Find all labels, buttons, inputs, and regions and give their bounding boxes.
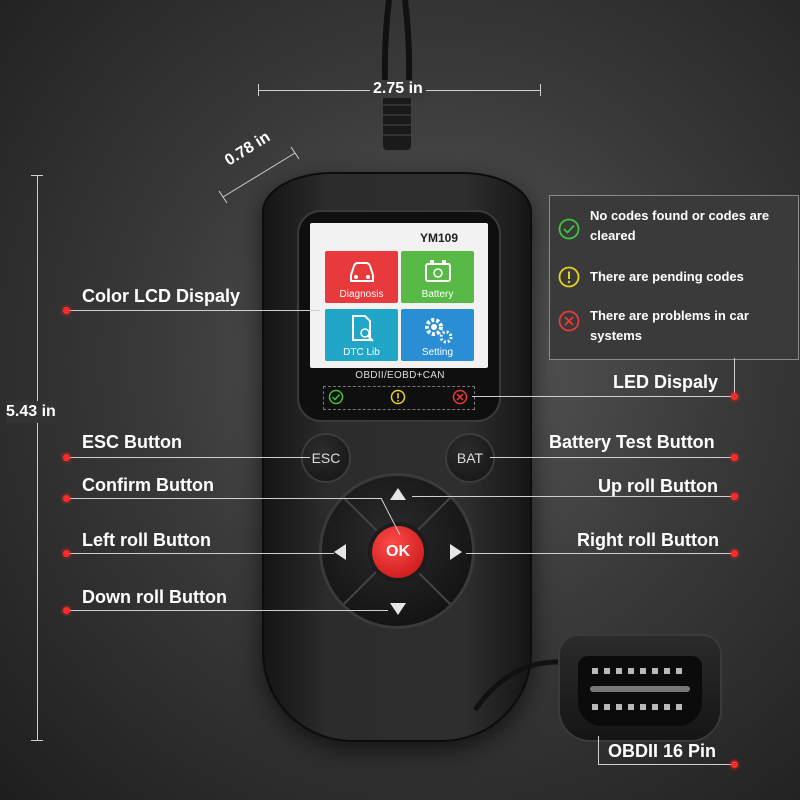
obd-cable: [472, 659, 563, 712]
callout-lcd: Color LCD Dispaly: [82, 286, 241, 306]
led-error-icon: [452, 389, 468, 405]
depth-dimension-line: [218, 146, 300, 204]
callout-obd-connector: [598, 736, 599, 764]
protocol-text: OBDII/EOBD+CAN: [355, 370, 445, 381]
callout-left: Left roll Button: [82, 530, 211, 550]
callout-up-dot: [731, 493, 738, 500]
callout-led: LED Dispaly: [613, 372, 719, 392]
obd-pins-bottom: [592, 704, 688, 710]
height-dimension-label: 5.43 in: [6, 401, 56, 423]
callout-lcd-dot: [63, 307, 70, 314]
up-arrow-button[interactable]: [389, 487, 407, 501]
callout-right-dot: [731, 550, 738, 557]
left-arrow-button[interactable]: [333, 543, 347, 561]
led-check-icon: [328, 389, 344, 405]
obd-key: [590, 686, 690, 692]
callout-down-line: [66, 610, 388, 611]
callout-esc-dot: [63, 454, 70, 461]
callout-obd-line: [598, 764, 734, 765]
callout-confirm-line: [66, 498, 382, 499]
width-dimension-label: 2.75 in: [370, 80, 426, 98]
legend-pending-codes: There are pending codes: [590, 269, 744, 284]
x-circle-icon: [558, 310, 580, 332]
legend-problems: There are problems in car systems: [590, 308, 749, 343]
callout-right-line: [466, 553, 734, 554]
callout-battery-test: Battery Test Button: [549, 432, 715, 452]
tile-dtc-lib[interactable]: DTC Lib: [325, 309, 398, 361]
led-legend: No codes found or codes are cleared Ther…: [549, 195, 799, 360]
model-name: YM109: [420, 231, 459, 245]
height-dimension-tick-top: [31, 175, 43, 176]
callout-obd: OBDII 16 Pin: [608, 741, 717, 761]
legend-no-codes: No codes found or codes are cleared: [590, 208, 770, 243]
exclamation-circle-icon: [558, 266, 580, 288]
width-dimension-tick-right: [540, 84, 541, 96]
led-warning-icon: [390, 389, 406, 405]
callout-lcd-line: [66, 310, 320, 311]
led-display: [323, 386, 475, 410]
tile-battery[interactable]: Battery: [401, 251, 474, 303]
callout-battery-test-line: [490, 457, 734, 458]
callout-right: Right roll Button: [577, 530, 719, 550]
callout-up: Up roll Button: [598, 476, 718, 496]
callout-led-line: [472, 396, 734, 397]
callout-up-line: [412, 496, 734, 497]
height-dimension-line: [37, 175, 38, 740]
ok-button[interactable]: OK: [372, 526, 424, 578]
callout-esc-line: [66, 457, 310, 458]
tile-battery-label: Battery: [421, 289, 454, 300]
callout-down-dot: [63, 607, 70, 614]
gears-icon: [425, 318, 453, 344]
tile-diagnosis-label: Diagnosis: [339, 289, 384, 300]
width-dimension-tick-left: [258, 84, 259, 96]
tile-setting-label: Setting: [421, 347, 454, 358]
callout-left-line: [66, 553, 334, 554]
car-icon: [350, 262, 374, 282]
tile-setting[interactable]: Setting: [401, 309, 474, 361]
callout-confirm-pointer: [380, 497, 401, 536]
right-arrow-button[interactable]: [449, 543, 463, 561]
callout-led-dot: [731, 393, 738, 400]
device-cable: [381, 0, 413, 150]
check-circle-icon: [558, 218, 580, 240]
esc-button[interactable]: ESC: [303, 435, 349, 481]
document-search-icon: [352, 315, 374, 342]
tile-dtc-lib-label: DTC Lib: [343, 347, 380, 358]
down-arrow-button[interactable]: [389, 602, 407, 616]
obd-pins-top: [592, 668, 688, 674]
callout-esc: ESC Button: [82, 432, 182, 452]
callout-confirm-dot: [63, 495, 70, 502]
height-dimension-tick-bottom: [31, 740, 43, 741]
callout-down: Down roll Button: [82, 587, 227, 607]
callout-obd-dot: [731, 761, 738, 768]
callout-confirm: Confirm Button: [82, 475, 214, 495]
battery-icon: [425, 260, 451, 282]
callout-left-dot: [63, 550, 70, 557]
callout-led-connector: [734, 358, 735, 396]
bat-button[interactable]: BAT: [447, 435, 493, 481]
callout-battery-test-dot: [731, 454, 738, 461]
tile-diagnosis[interactable]: Diagnosis: [325, 251, 398, 303]
